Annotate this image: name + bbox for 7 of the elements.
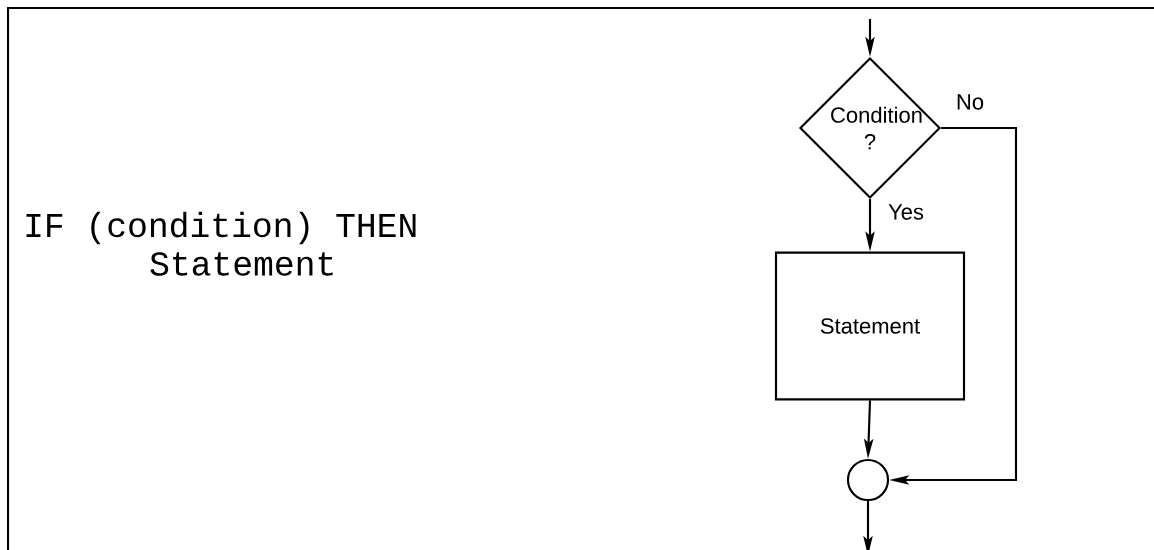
arrow — [863, 501, 873, 550]
edge-label: Yes — [886, 203, 926, 221]
code-line: IF (condition) THEN — [26, 211, 416, 245]
connector-circle — [846, 458, 890, 502]
process-box: Statement — [774, 251, 966, 401]
edge-label: No — [954, 93, 986, 111]
code-line: Statement — [150, 252, 333, 276]
